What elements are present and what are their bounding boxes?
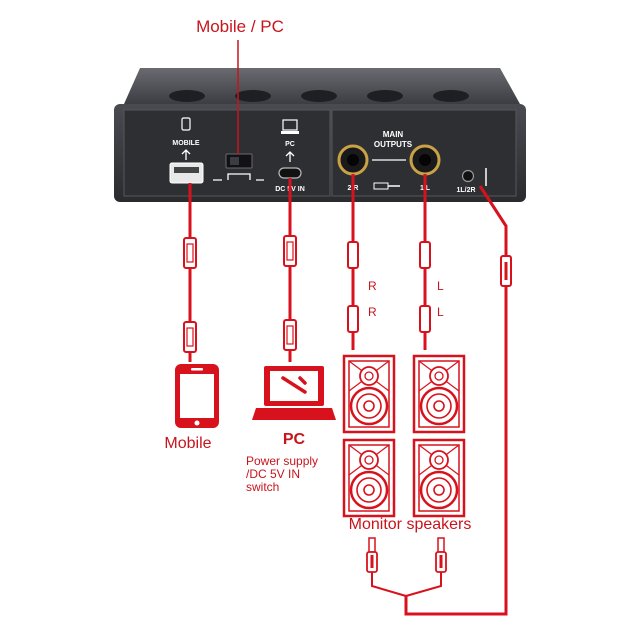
left-output-cable: [419, 174, 431, 350]
laptop-icon: [252, 366, 336, 420]
main-outputs-label-1: MAIN: [383, 130, 404, 139]
speaker-icon: [342, 438, 396, 518]
speaker-input-cables: [366, 537, 447, 597]
pc-icon: [282, 119, 298, 131]
audio-interface: MOBILE PC DC 5V IN MAIN OUTPUTS 2 R 1 L …: [114, 68, 526, 202]
top-knob: [169, 90, 205, 102]
mobile-phone-icon: [175, 364, 219, 428]
usb-c-port[interactable]: [278, 167, 302, 179]
headphone-jack[interactable]: [461, 169, 475, 183]
right-output-cable: [347, 174, 359, 350]
left-panel: [123, 109, 331, 197]
top-knob: [301, 90, 337, 102]
pc-icon-base: [281, 131, 299, 134]
cable-letter-l-upper: L: [437, 279, 444, 293]
device-top: [124, 68, 520, 104]
headphone-label: 1L/2R: [456, 187, 475, 194]
pc-desc-line-2: /DC 5V IN: [246, 467, 300, 481]
pc-usb-cable: [283, 178, 297, 362]
top-label: Mobile / PC: [196, 17, 284, 36]
pc-desc-line-3: switch: [246, 480, 279, 494]
cable-letter-l-lower: L: [437, 305, 444, 319]
mobile-label: Mobile: [164, 435, 211, 452]
top-knob: [235, 90, 271, 102]
usb-a-slot: [174, 167, 199, 173]
pc-label: PC: [283, 431, 306, 448]
switch-knob: [230, 157, 239, 165]
arrow-up-icon: [285, 151, 295, 162]
pc-port-label: PC: [285, 141, 295, 148]
speaker-icon: [412, 354, 466, 434]
top-knob: [433, 90, 469, 102]
mobile-usb-cable: [183, 183, 197, 362]
mobile-icon: [181, 117, 191, 131]
arrow-up-icon: [181, 149, 191, 160]
speaker-icon: [412, 438, 466, 518]
cable-letter-r-upper: R: [368, 279, 377, 293]
headphone-cable: [404, 185, 512, 616]
switch-marking: [213, 173, 264, 181]
top-knob: [367, 90, 403, 102]
speaker-icon: [342, 354, 396, 434]
cable-letter-r-lower: R: [368, 305, 377, 319]
jack-hole: [419, 154, 431, 166]
pc-desc-line-1: Power supply: [246, 454, 318, 468]
speakers-label: Monitor speakers: [349, 516, 472, 533]
main-outputs-label-2: OUTPUTS: [374, 140, 413, 149]
mobile-port-label: MOBILE: [172, 140, 200, 147]
jack-hole: [347, 154, 359, 166]
